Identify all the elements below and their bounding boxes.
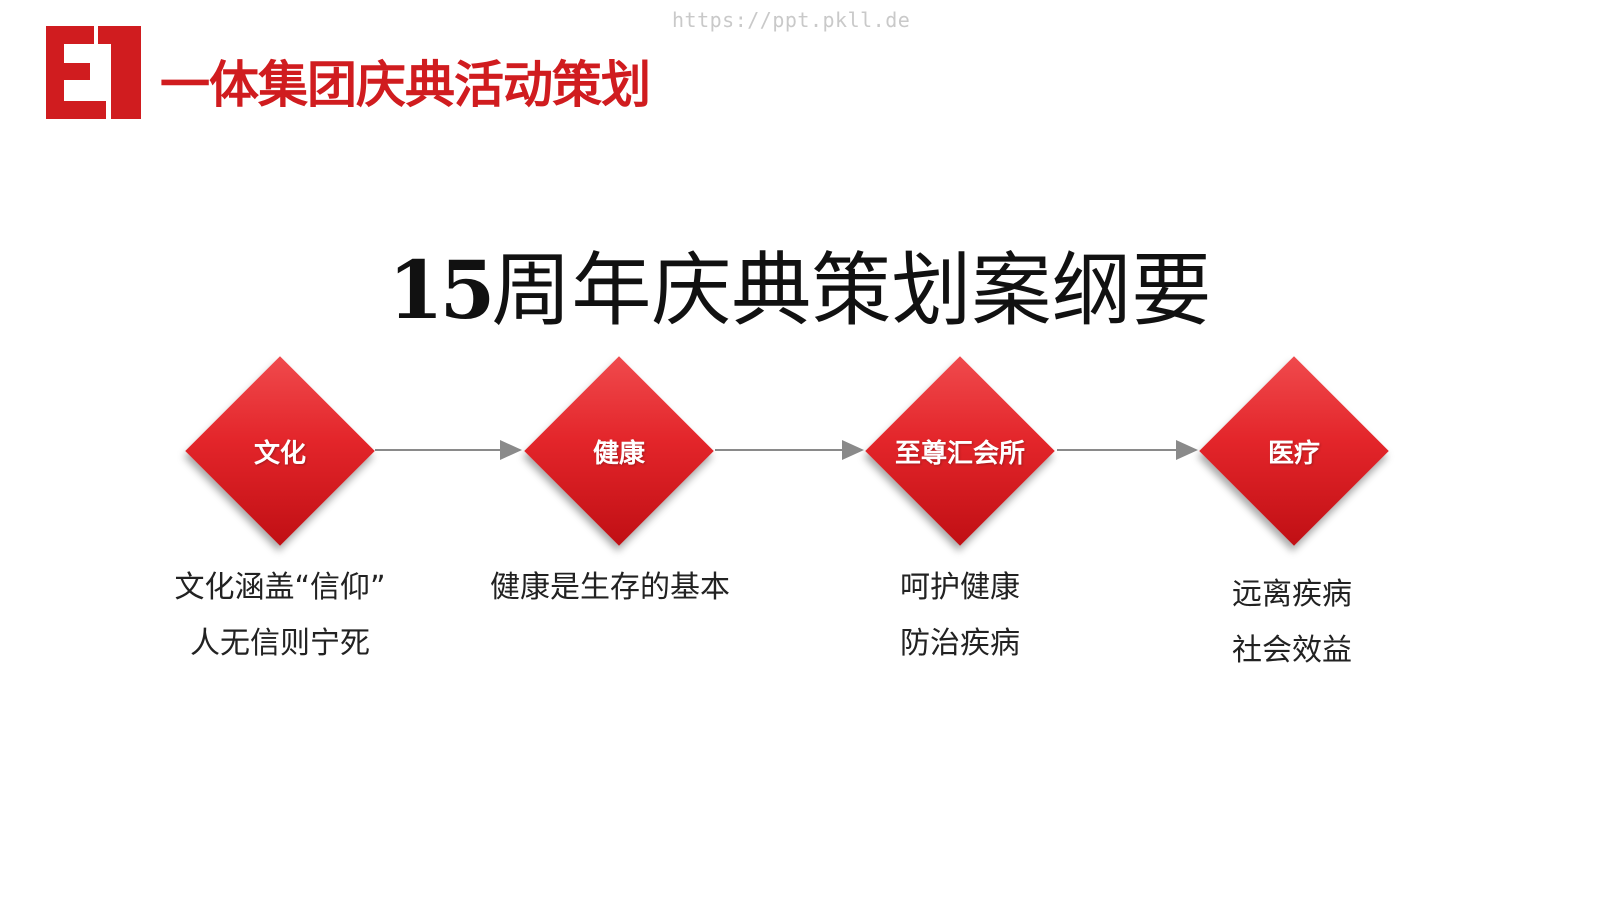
step-diamond-culture: 文化 <box>185 356 375 546</box>
step-diamond-club: 至尊汇会所 <box>865 356 1055 546</box>
watermark-url: https://ppt.pkll.de <box>672 8 911 32</box>
description-line: 远离疾病 <box>1232 577 1352 612</box>
step-label: 文化 <box>253 438 306 469</box>
step-description-club: 呵护健康 防治疾病 <box>840 560 1080 672</box>
logo-e1-mark <box>46 26 141 119</box>
step-diamond-medical: 医疗 <box>1199 356 1389 546</box>
anniversary-number: 15 <box>388 243 495 337</box>
description-line: 健康是生存的基本 <box>490 570 730 605</box>
page-title-text: 周年庆典策划案纲要 <box>491 244 1212 337</box>
step-label: 医疗 <box>1267 438 1320 469</box>
description-line: 人无信则宁死 <box>190 626 370 661</box>
step-description-culture: 文化涵盖“信仰” 人无信则宁死 <box>140 560 420 672</box>
step-diamond-health: 健康 <box>524 356 714 546</box>
page-title: 15周年庆典策划案纲要 <box>388 240 1211 341</box>
company-title: 一体集团庆典活动策划 <box>160 56 651 114</box>
step-label: 至尊汇会所 <box>894 438 1025 469</box>
step-description-medical: 远离疾病 社会效益 <box>1172 567 1412 679</box>
description-line: 文化涵盖“信仰” <box>174 570 386 605</box>
company-logo <box>46 26 141 119</box>
description-line: 呵护健康 <box>900 570 1020 605</box>
description-line: 社会效益 <box>1232 633 1352 668</box>
description-line: 防治疾病 <box>900 626 1020 661</box>
step-label: 健康 <box>592 438 645 469</box>
step-description-health: 健康是生存的基本 <box>470 560 750 616</box>
